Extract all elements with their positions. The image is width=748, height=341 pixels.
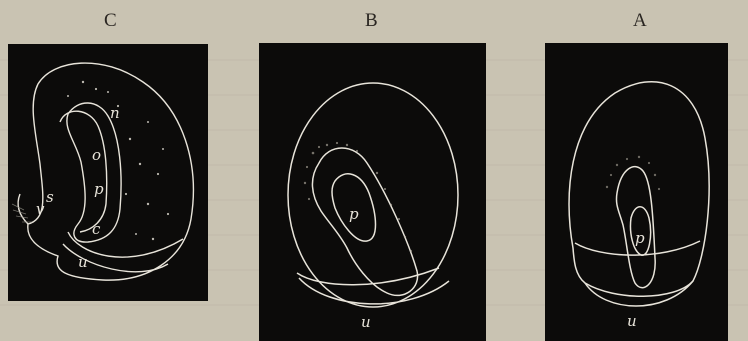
figure-c-left-lip: [18, 194, 28, 224]
figure-c-drawing: n o p c u v s: [8, 44, 208, 301]
figure-c-marker-n: n: [110, 104, 120, 122]
figure-c-marker-u: u: [78, 253, 88, 271]
figure-c-marker-c: c: [92, 220, 101, 238]
figure-b-panel: p u: [259, 43, 486, 341]
figure-a-drawing: p u: [545, 43, 728, 341]
figure-c-marker-v: v: [36, 200, 45, 218]
figure-label-c: C: [104, 10, 117, 32]
figure-c-marker-s: s: [46, 188, 54, 206]
figure-a-inner-fold: [616, 167, 655, 288]
figure-b-marker-u: u: [361, 313, 371, 331]
figure-c-outer-contour: [28, 63, 194, 280]
figure-b-marker-p: p: [349, 205, 359, 223]
figure-b-drawing: p u: [259, 43, 486, 341]
figure-a-panel: p u: [545, 43, 728, 341]
figure-c-marker-o: o: [92, 146, 101, 164]
figure-label-a: A: [633, 10, 647, 32]
figure-b-inner-fold: [312, 148, 417, 295]
figure-a-marker-p: p: [635, 229, 645, 247]
figure-label-b: B: [365, 10, 378, 32]
figure-a-outer-contour: [569, 82, 709, 297]
figure-a-marker-u: u: [627, 312, 637, 330]
figure-c-panel: n o p c u v s: [8, 44, 208, 301]
figure-a-lower-loop: [585, 281, 693, 306]
figure-c-marker-p: p: [94, 180, 104, 198]
